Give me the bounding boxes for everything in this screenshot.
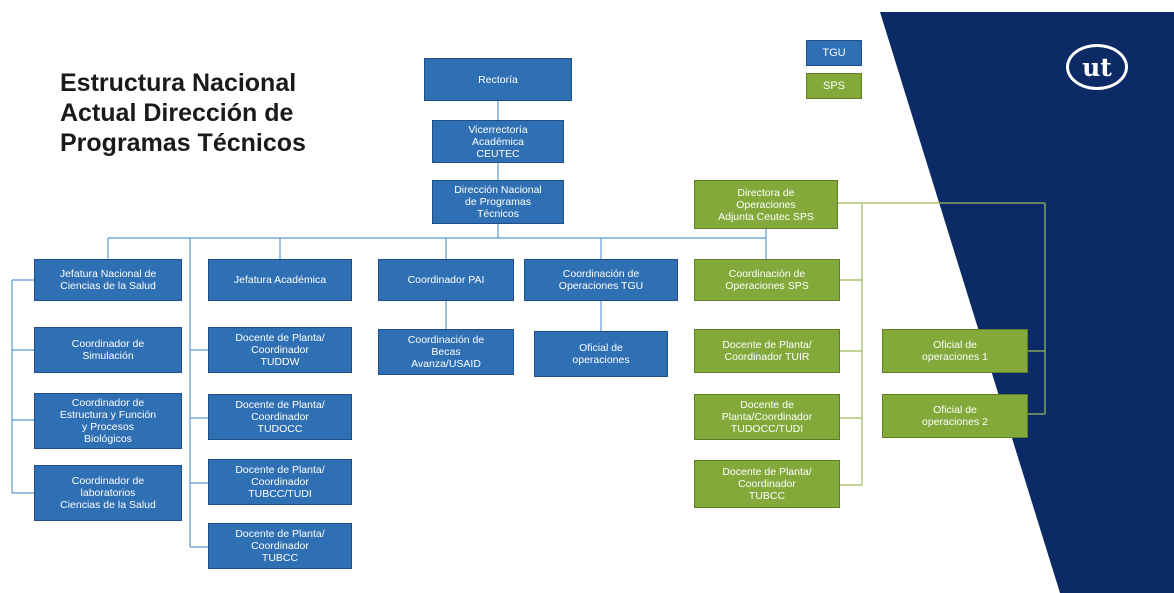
node-docente-tuir: Docente de Planta/Coordinador TUIR [694,329,840,373]
legend-sps: SPS [806,73,862,99]
legend-tgu: TGU [806,40,862,66]
title-line-2: Actual Dirección de [60,99,294,127]
sps-connectors [838,202,1046,486]
node-coordinador-pai: Coordinador PAI [378,259,514,301]
page-title: Estructura Nacional Actual Dirección de … [60,68,390,158]
ut-logo: ut [1066,44,1128,90]
title-line-3: Programas Técnicos [60,129,306,157]
navy-corner-shape [880,12,1174,593]
node-rectoria: Rectoría [424,58,572,101]
title-line-1: Estructura Nacional [60,69,297,97]
tgu-connectors [11,101,767,548]
node-jefatura-academica: Jefatura Académica [208,259,352,301]
